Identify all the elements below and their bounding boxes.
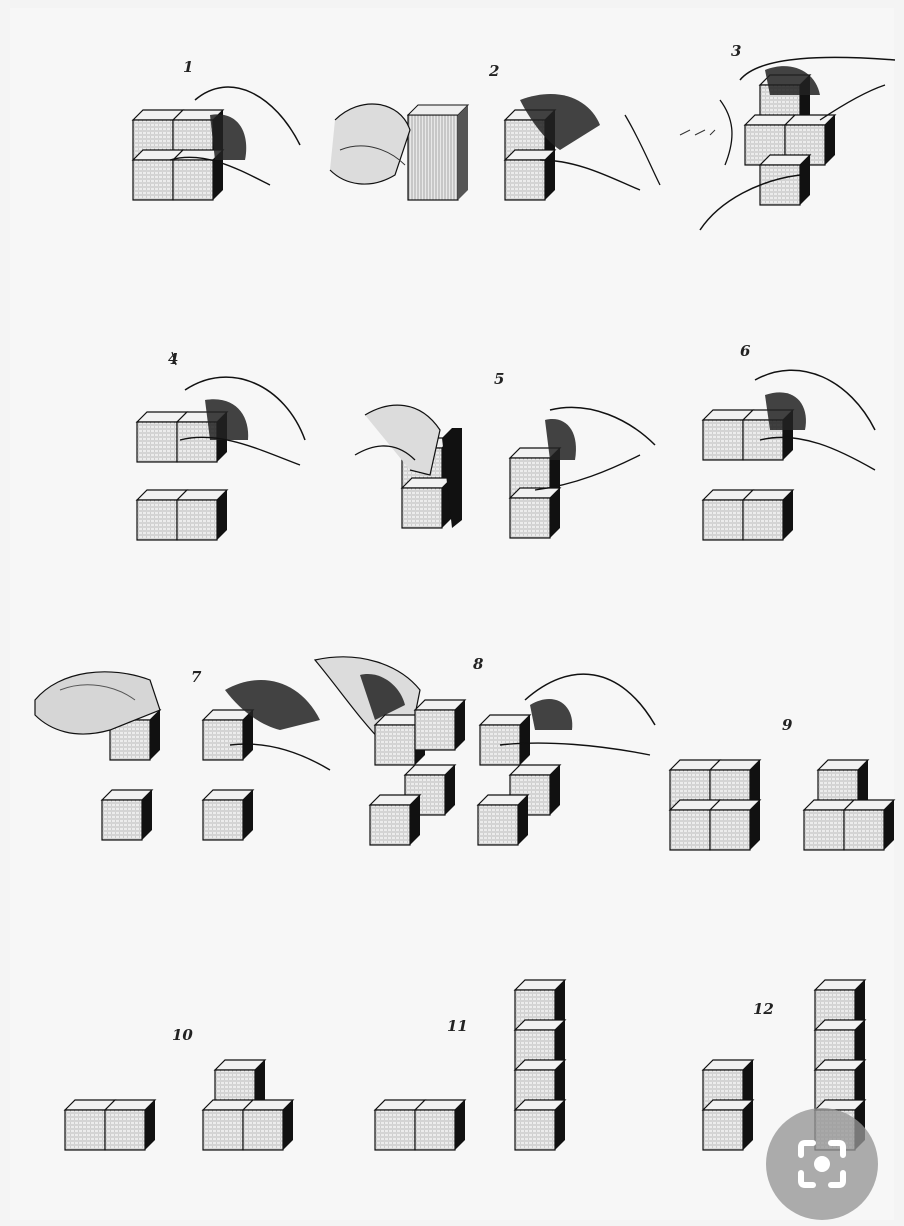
figure-8 <box>315 657 655 845</box>
figure-3 <box>680 57 895 230</box>
figure-1 <box>133 87 300 200</box>
step-label-11: 11 <box>447 1017 468 1035</box>
step-label-3: 3 <box>731 42 741 60</box>
step-label-1: 1 <box>183 58 193 76</box>
lens-search-icon <box>795 1137 849 1191</box>
step-label-4: 4 <box>168 350 178 368</box>
step-label-8: 8 <box>473 655 483 673</box>
figure-2 <box>330 94 660 200</box>
figure-5 <box>355 405 655 538</box>
figure-9 <box>670 760 894 850</box>
figure-6 <box>703 370 875 540</box>
step-label-5: 5 <box>494 370 504 388</box>
figure-10 <box>65 1060 293 1150</box>
step-label-6: 6 <box>740 342 750 360</box>
step-label-2: 2 <box>489 62 499 80</box>
figure-7 <box>35 672 330 840</box>
lens-search-button[interactable] <box>766 1108 878 1220</box>
step-label-9: 9 <box>782 716 792 734</box>
step-label-10: 10 <box>172 1026 193 1044</box>
figure-4 <box>137 352 305 540</box>
step-label-12: 12 <box>753 1000 774 1018</box>
step-label-7: 7 <box>191 668 201 686</box>
figure-11 <box>375 980 565 1150</box>
